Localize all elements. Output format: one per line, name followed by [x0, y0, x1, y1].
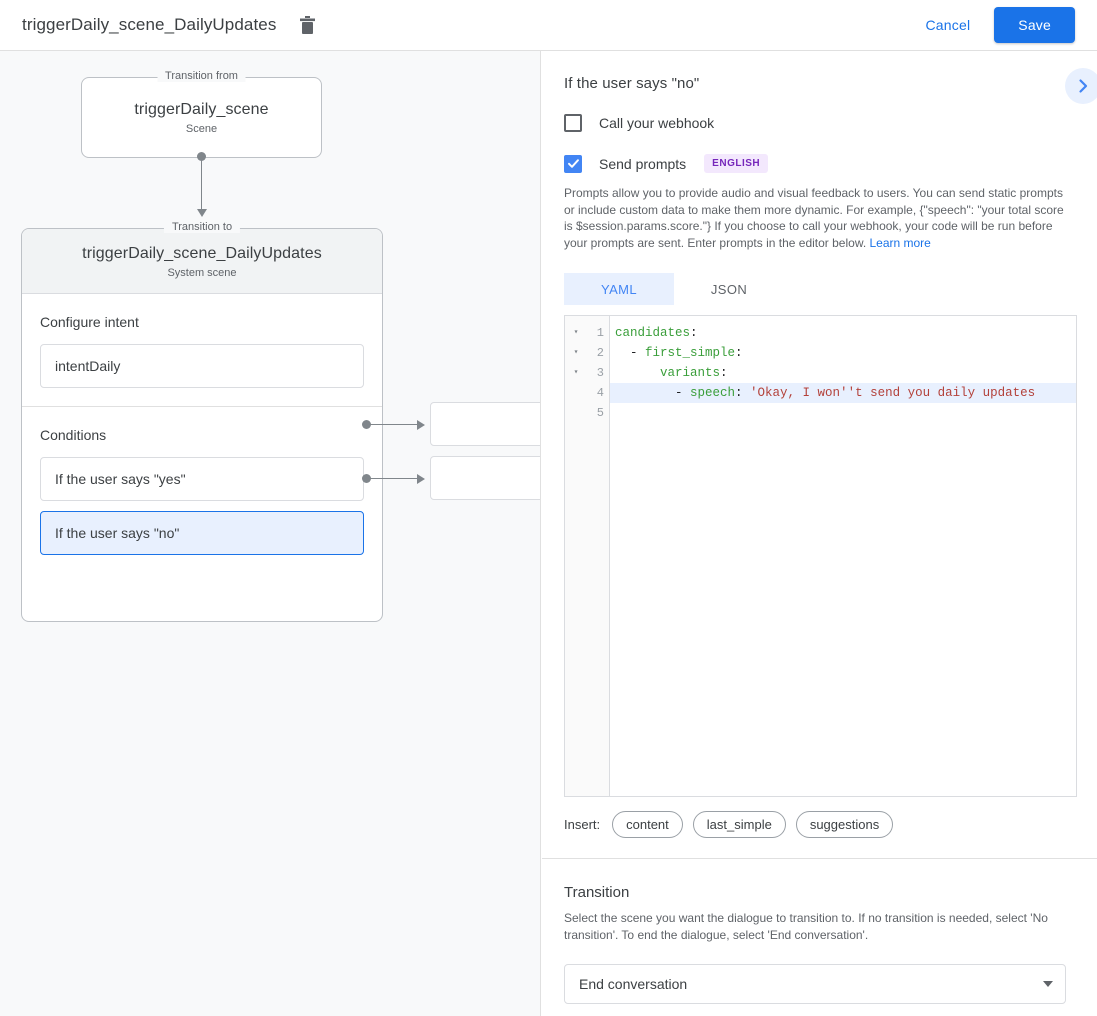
insert-label: Insert: [564, 817, 601, 832]
line-number: 4 [596, 386, 604, 400]
connector-dot-from [197, 152, 206, 161]
code-line-2: - first_simple: [610, 343, 1076, 363]
page-title: triggerDaily_scene_DailyUpdates [22, 15, 277, 34]
transition-to-subtitle: System scene [167, 267, 237, 279]
call-webhook-checkbox[interactable] [564, 114, 582, 132]
yaml-key: variants [615, 366, 721, 380]
yaml-punc: : [690, 326, 698, 340]
yaml-dash: - [615, 386, 691, 400]
transition-to-title: triggerDaily_scene_DailyUpdates [82, 245, 322, 262]
chevron-down-icon [1043, 981, 1053, 987]
transition-to-header[interactable]: triggerDaily_scene_DailyUpdates System s… [22, 229, 382, 294]
transition-from-legend: Transition from [157, 70, 246, 82]
fold-toggle[interactable]: ▾ [573, 328, 579, 337]
send-prompts-row: Send prompts ENGLISH [564, 154, 1075, 173]
panel-divider [542, 858, 1097, 859]
yaml-dash: - [615, 346, 646, 360]
yaml-string: 'Okay, I won''t send you daily updates [750, 386, 1036, 400]
connector-line-vertical [201, 157, 202, 211]
transition-section-title: Transition [564, 884, 630, 901]
conditions-section: Conditions If the user says "yes" If the… [22, 406, 382, 583]
line-number: 3 [596, 366, 604, 380]
yaml-punc: : [735, 386, 751, 400]
insert-chip-suggestions[interactable]: suggestions [795, 811, 894, 838]
tab-yaml[interactable]: YAML [564, 273, 674, 305]
transition-select[interactable]: End conversation [564, 964, 1066, 1004]
conditions-label: Conditions [40, 427, 107, 443]
insert-chips-row: Insert: content last_simple suggestions [564, 811, 1075, 838]
transition-from-subtitle: Scene [185, 122, 218, 135]
send-prompts-checkbox[interactable] [564, 154, 582, 173]
code-line-5 [610, 403, 1076, 423]
insert-chip-last-simple[interactable]: last_simple [692, 811, 786, 838]
details-panel: If the user says "no" Call your webhook … [542, 51, 1097, 1016]
fold-toggle [565, 403, 587, 423]
send-prompts-label: Send prompts [599, 155, 687, 172]
configure-intent-section: Configure intent intentDaily [22, 294, 382, 406]
prompts-description-text: Prompts allow you to provide audio and v… [564, 186, 1064, 250]
editor-code-area[interactable]: candidates: - first_simple: variants: - … [610, 316, 1076, 796]
graph-canvas: Transition from triggerDaily_scene Scene… [0, 51, 541, 1016]
details-panel-body: If the user says "no" Call your webhook … [542, 51, 1097, 1004]
fold-toggle[interactable]: ▾ [573, 368, 579, 377]
editor-line-numbers: 1 2 3 4 5 [587, 316, 610, 796]
learn-more-link[interactable]: Learn more [869, 235, 931, 250]
configure-intent-label: Configure intent [40, 314, 139, 330]
delete-icon[interactable] [292, 10, 322, 40]
connector-dot-yes [362, 420, 371, 429]
insert-chip-content[interactable]: content [612, 811, 683, 838]
language-badge: ENGLISH [704, 154, 769, 173]
editor-fold-gutter: ▾ ▾ ▾ [565, 316, 587, 796]
intent-field[interactable]: intentDaily [40, 344, 364, 388]
cancel-button[interactable]: Cancel [914, 8, 983, 42]
prompt-code-editor[interactable]: ▾ ▾ ▾ 1 2 3 4 5 candidates: - first_simp… [564, 315, 1077, 797]
connector-dot-no [362, 474, 371, 483]
yaml-key: first_simple [645, 346, 736, 360]
save-button[interactable]: Save [994, 7, 1075, 43]
transition-from-node[interactable]: Transition from triggerDaily_scene Scene [81, 70, 322, 158]
code-line-1: candidates: [610, 323, 1076, 343]
line-number: 2 [596, 346, 604, 360]
code-line-4: - speech: 'Okay, I won''t send you daily… [610, 383, 1076, 403]
connector-arrow-yes [417, 420, 425, 430]
prompts-description: Prompts allow you to provide audio and v… [564, 185, 1075, 251]
yaml-key: candidates [615, 326, 691, 340]
connector-line-no [370, 478, 420, 479]
fold-toggle [565, 383, 587, 403]
transition-from-title: triggerDaily_scene [134, 100, 269, 118]
transition-section-description: Select the scene you want the dialogue t… [564, 911, 1048, 942]
transition-to-legend: Transition to [163, 221, 241, 233]
line-number: 1 [596, 326, 604, 340]
call-webhook-label: Call your webhook [599, 115, 715, 131]
call-webhook-row: Call your webhook [564, 114, 1075, 132]
tab-json[interactable]: JSON [710, 281, 748, 297]
fold-toggle[interactable]: ▾ [573, 348, 579, 357]
connector-arrow-down [197, 209, 207, 217]
connector-line-yes [370, 424, 420, 425]
target-node-yes-stub[interactable] [430, 402, 540, 446]
editor-format-tabs: YAML JSON [564, 273, 1075, 305]
code-line-3: variants: [610, 363, 1076, 383]
chevron-right-icon[interactable] [1065, 68, 1097, 104]
line-number: 5 [596, 406, 604, 420]
yaml-punc: : [735, 346, 743, 360]
details-panel-title: If the user says "no" [564, 75, 700, 92]
yaml-key: speech [690, 386, 736, 400]
yaml-punc: : [720, 366, 728, 380]
transition-to-node: Transition to triggerDaily_scene_DailyUp… [21, 221, 383, 622]
top-bar: triggerDaily_scene_DailyUpdates Cancel S… [0, 0, 1097, 51]
condition-item-no[interactable]: If the user says "no" [40, 511, 364, 555]
transition-select-value: End conversation [579, 976, 688, 992]
connector-arrow-no [417, 474, 425, 484]
condition-item-yes[interactable]: If the user says "yes" [40, 457, 364, 501]
target-node-no-stub[interactable] [430, 456, 540, 500]
